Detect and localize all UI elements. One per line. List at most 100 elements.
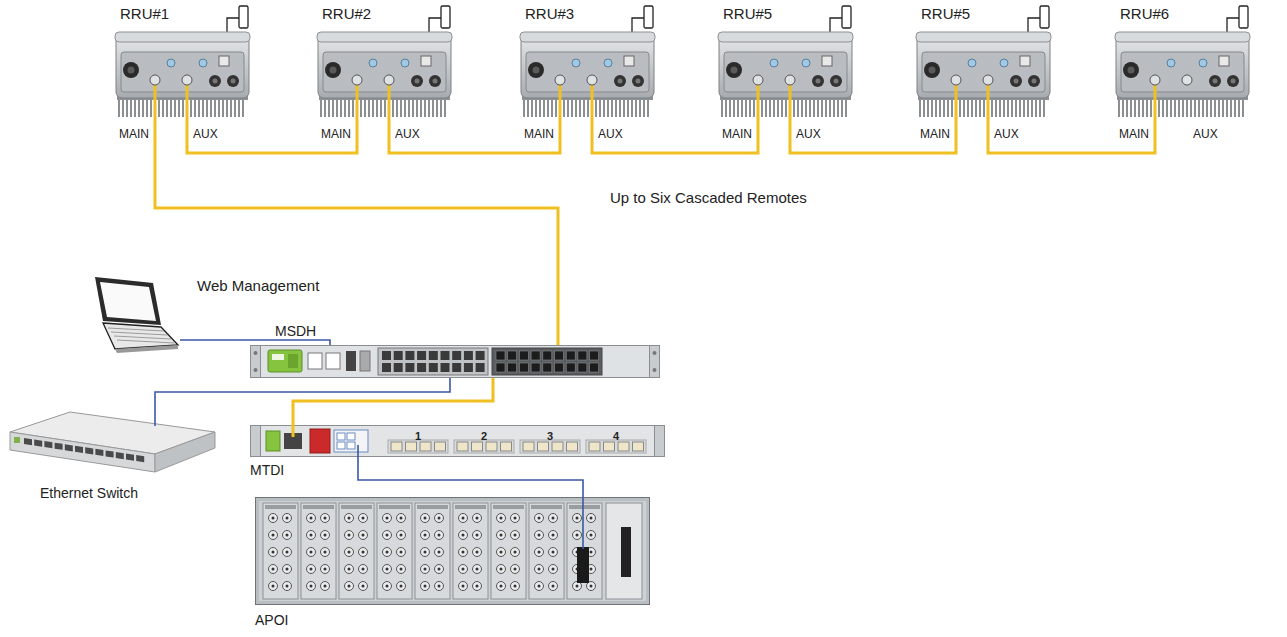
port-label: AUX [1193, 127, 1218, 141]
art-line [615, 98, 617, 117]
art-line [1210, 98, 1212, 117]
art-line [919, 98, 921, 117]
art-line [372, 98, 374, 117]
art-rect [429, 363, 438, 372]
art-line [238, 98, 240, 117]
art-circle [500, 585, 503, 588]
art-circle [459, 582, 468, 591]
art-circle [511, 548, 520, 557]
art-line [785, 98, 787, 117]
device-label: RRU#2 [322, 5, 371, 22]
art-rect [589, 442, 600, 451]
art-circle [359, 531, 368, 540]
art-circle [397, 514, 406, 523]
rru-unit-art [1115, 32, 1250, 118]
art-rect [219, 56, 229, 66]
art-rect [508, 363, 517, 372]
art-circle [473, 514, 482, 523]
art-circle [307, 582, 316, 591]
art-circle [590, 585, 593, 588]
art-line [174, 98, 176, 117]
art-rect [523, 442, 534, 451]
art-polygon [106, 450, 114, 457]
rru-unit-art [317, 32, 452, 118]
art-line [535, 98, 537, 117]
port-label: AUX [598, 127, 623, 141]
text-slot: RRU#6 [1120, 5, 1169, 23]
art-line [1230, 98, 1232, 117]
art-circle [348, 517, 351, 520]
art-circle [438, 585, 441, 588]
art-rect [256, 498, 650, 605]
art-circle [269, 548, 278, 557]
art-circle [269, 582, 278, 591]
port-label: AUX [994, 127, 1019, 141]
art-line [935, 98, 937, 117]
text-slot: AUX [193, 124, 218, 142]
art-circle [1010, 75, 1022, 87]
art-rect [486, 442, 497, 451]
art-line [108, 328, 164, 331]
art-line [376, 98, 378, 117]
art-circle [951, 75, 961, 85]
art-rect [347, 433, 355, 440]
art-line [202, 98, 204, 117]
art-rect [326, 353, 340, 369]
art-circle [362, 534, 365, 537]
art-circle [538, 568, 541, 571]
art-line [154, 80, 157, 118]
art-circle [618, 79, 623, 84]
art-circle [286, 517, 289, 520]
art-rect [251, 346, 660, 378]
text-slot: Ethernet Switch [40, 484, 138, 502]
cable [592, 118, 758, 153]
art-circle [272, 585, 275, 588]
art-circle [587, 75, 597, 85]
art-line [805, 98, 807, 117]
text-slot: MAIN [305, 124, 351, 142]
cable [358, 457, 583, 497]
art-line [218, 98, 220, 117]
art-circle [383, 565, 392, 574]
art-rect [394, 363, 403, 372]
art-circle [345, 531, 354, 540]
art-circle [310, 551, 313, 554]
art-line [1003, 98, 1005, 117]
art-rect [265, 505, 296, 509]
art-rect [308, 353, 322, 369]
art-line [1162, 98, 1164, 117]
art-line [991, 98, 993, 117]
art-rect [405, 351, 414, 360]
art-line [118, 98, 120, 117]
art-rect [569, 505, 600, 509]
art-rect [644, 6, 653, 28]
art-rect [491, 503, 526, 599]
art-circle [614, 75, 626, 87]
art-rect [526, 52, 649, 92]
art-line [845, 98, 847, 117]
art-rect [555, 363, 564, 372]
art-circle [1182, 75, 1192, 85]
art-rect [382, 351, 391, 360]
art-circle [476, 534, 479, 537]
art-circle [812, 75, 824, 87]
art-line [194, 98, 196, 117]
art-circle [362, 585, 365, 588]
art-circle [511, 514, 520, 523]
art-circle [167, 59, 175, 67]
art-circle [283, 548, 292, 557]
art-circle [473, 582, 482, 591]
art-circle [324, 551, 327, 554]
laptop-art [85, 275, 180, 355]
art-line [154, 412, 156, 426]
device-label: RRU#5 [921, 5, 970, 22]
art-line [995, 98, 997, 117]
text-slot: MTDI [250, 461, 284, 479]
art-line [214, 98, 216, 117]
art-line [829, 98, 831, 117]
art-line [1134, 98, 1136, 117]
art-circle [435, 514, 444, 523]
art-line [420, 98, 422, 117]
art-circle [352, 75, 362, 85]
art-line [931, 98, 933, 117]
